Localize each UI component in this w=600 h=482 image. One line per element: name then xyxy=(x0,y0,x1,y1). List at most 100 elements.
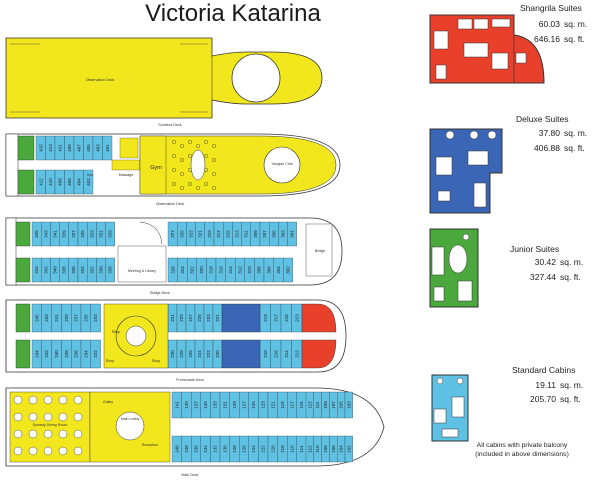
cabin-number: 102 xyxy=(346,445,351,453)
shop-label-1: Shop xyxy=(112,330,120,334)
cabin-number: 139 xyxy=(184,401,189,409)
cabin-number: 114 xyxy=(299,445,304,453)
massage-label: Massage xyxy=(119,173,134,177)
cabin-number: 316 xyxy=(218,266,223,274)
page-title: Victoria Katarina xyxy=(145,0,321,27)
cabin-number: 406 xyxy=(67,178,72,186)
cabin xyxy=(105,221,115,247)
cabin-number: 236 xyxy=(74,350,79,358)
cabin-number: 327 xyxy=(170,230,175,238)
cabin-number: 126 xyxy=(242,445,247,453)
cabin-number: 320 xyxy=(199,266,204,274)
cabin-number: 216 xyxy=(273,350,278,358)
cabin-number: 123 xyxy=(261,401,266,409)
cabin-number: 109 xyxy=(323,401,328,409)
suite-name: Shangrila Suites xyxy=(520,3,582,13)
deluxe-suite-plan xyxy=(429,128,503,214)
cabin-number: 340 xyxy=(53,266,58,274)
cabin-number: 214 xyxy=(284,350,289,358)
cabin-number: 343 xyxy=(43,230,48,238)
cabin-number: 323 xyxy=(189,230,194,238)
junior-suite-plan xyxy=(429,228,479,308)
cabin-number: 229 xyxy=(179,314,184,322)
cabin-number: 244 xyxy=(34,350,39,358)
note-line-1: All cabins with private balcony xyxy=(476,442,568,449)
suite-sqm: 30.42 xyxy=(534,257,556,267)
cabin-number: 230 xyxy=(170,350,175,358)
cabin-number: 125 xyxy=(251,401,256,409)
cabin-number: 315 xyxy=(225,230,230,238)
main-deck-plan: Dynasty Dining Room Galley Main Lobby Re… xyxy=(5,387,385,477)
cabin xyxy=(344,435,353,463)
suite-sqm: 19.11 xyxy=(535,380,556,390)
cabin-number: 117 xyxy=(290,401,295,409)
cabin-number: 345 xyxy=(34,230,39,238)
shop-label-2: Shop xyxy=(106,359,114,363)
cabin-number: 237 xyxy=(74,314,79,322)
cabin-number: 402 xyxy=(86,178,91,186)
cabin-number: 318 xyxy=(209,266,214,274)
cabin-number: 218 xyxy=(263,350,268,358)
cabin-number: 401 xyxy=(105,144,110,152)
cabin-number: 233 xyxy=(93,314,98,322)
cabin-number: 119 xyxy=(280,401,285,409)
cabin-number: 307 xyxy=(262,230,267,238)
cabin-number: 413 xyxy=(48,144,53,152)
cabin-number: 225 xyxy=(197,314,202,322)
cabin-number: 220 xyxy=(215,350,220,358)
cabin-number: 227 xyxy=(188,314,193,322)
suite-sqm: 60.03 xyxy=(538,19,560,29)
cabin-number: 303 xyxy=(281,230,286,238)
cabin-number: 231 xyxy=(170,314,175,322)
cabin-number: 311 xyxy=(244,230,249,238)
cabin-number: 415 xyxy=(38,144,43,152)
cabin-number: 120 xyxy=(270,445,275,453)
cabin-number: 319 xyxy=(207,230,212,238)
suite-sqft: 205.70 xyxy=(530,394,556,404)
cabin-number: 301 xyxy=(290,230,295,238)
cabin-number: 137 xyxy=(194,401,199,409)
cabin-number: 141 xyxy=(174,401,179,409)
cabin-number: 221 xyxy=(215,314,220,322)
sundeck-plan: Observation Deck Sundeck Deck xyxy=(5,37,323,127)
cabin-number: 332 xyxy=(89,266,94,274)
galley-label: Galley xyxy=(103,400,113,404)
suite-name: Standard Cabins xyxy=(512,365,576,375)
cabin-number: 122 xyxy=(261,445,266,453)
cabin-number: 213 xyxy=(294,314,299,322)
main-lobby-label: Main Lobby xyxy=(121,417,140,421)
cabin-number: 339 xyxy=(62,230,67,238)
suite-sqm: 37.80 xyxy=(538,128,560,138)
suite-sqm-unit: sq. m. xyxy=(564,128,588,138)
cabin-number: 226 xyxy=(188,350,193,358)
cabin-number: 410 xyxy=(48,178,53,186)
cabin-number: 405 xyxy=(86,144,91,152)
cabin-number: 113 xyxy=(307,401,312,409)
standard-cabin-plan xyxy=(431,374,469,442)
cabin-number: 132 xyxy=(213,445,218,453)
cabin-number: 306 xyxy=(266,266,271,274)
cabin xyxy=(344,391,353,419)
cabin-number: 325 xyxy=(179,230,184,238)
cabin xyxy=(105,257,115,283)
cabin-number: 328 xyxy=(108,266,113,274)
suite-sqft: 327.44 xyxy=(530,272,556,282)
cabin-number: 324 xyxy=(180,266,185,274)
sundeck-caption: Sundeck Deck xyxy=(158,123,181,127)
cabin-number: 344 xyxy=(34,266,39,274)
cabin-number: 240 xyxy=(54,350,59,358)
cabin-number: 106 xyxy=(331,445,336,453)
shop-label-3: Shop xyxy=(152,359,160,363)
cabin-number: 336 xyxy=(71,266,76,274)
cabin-number: 215 xyxy=(284,314,289,322)
dining-room-label: Dynasty Dining Room xyxy=(33,423,68,427)
cabin-number: 335 xyxy=(80,230,85,238)
cabin-number: 309 xyxy=(253,230,258,238)
cabin-number: 104 xyxy=(339,445,344,453)
cabin-number: 329 xyxy=(108,230,113,238)
cabin-number: 305 xyxy=(271,230,276,238)
cabin-number: 212 xyxy=(294,350,299,358)
cabin-number: 131 xyxy=(222,401,227,409)
